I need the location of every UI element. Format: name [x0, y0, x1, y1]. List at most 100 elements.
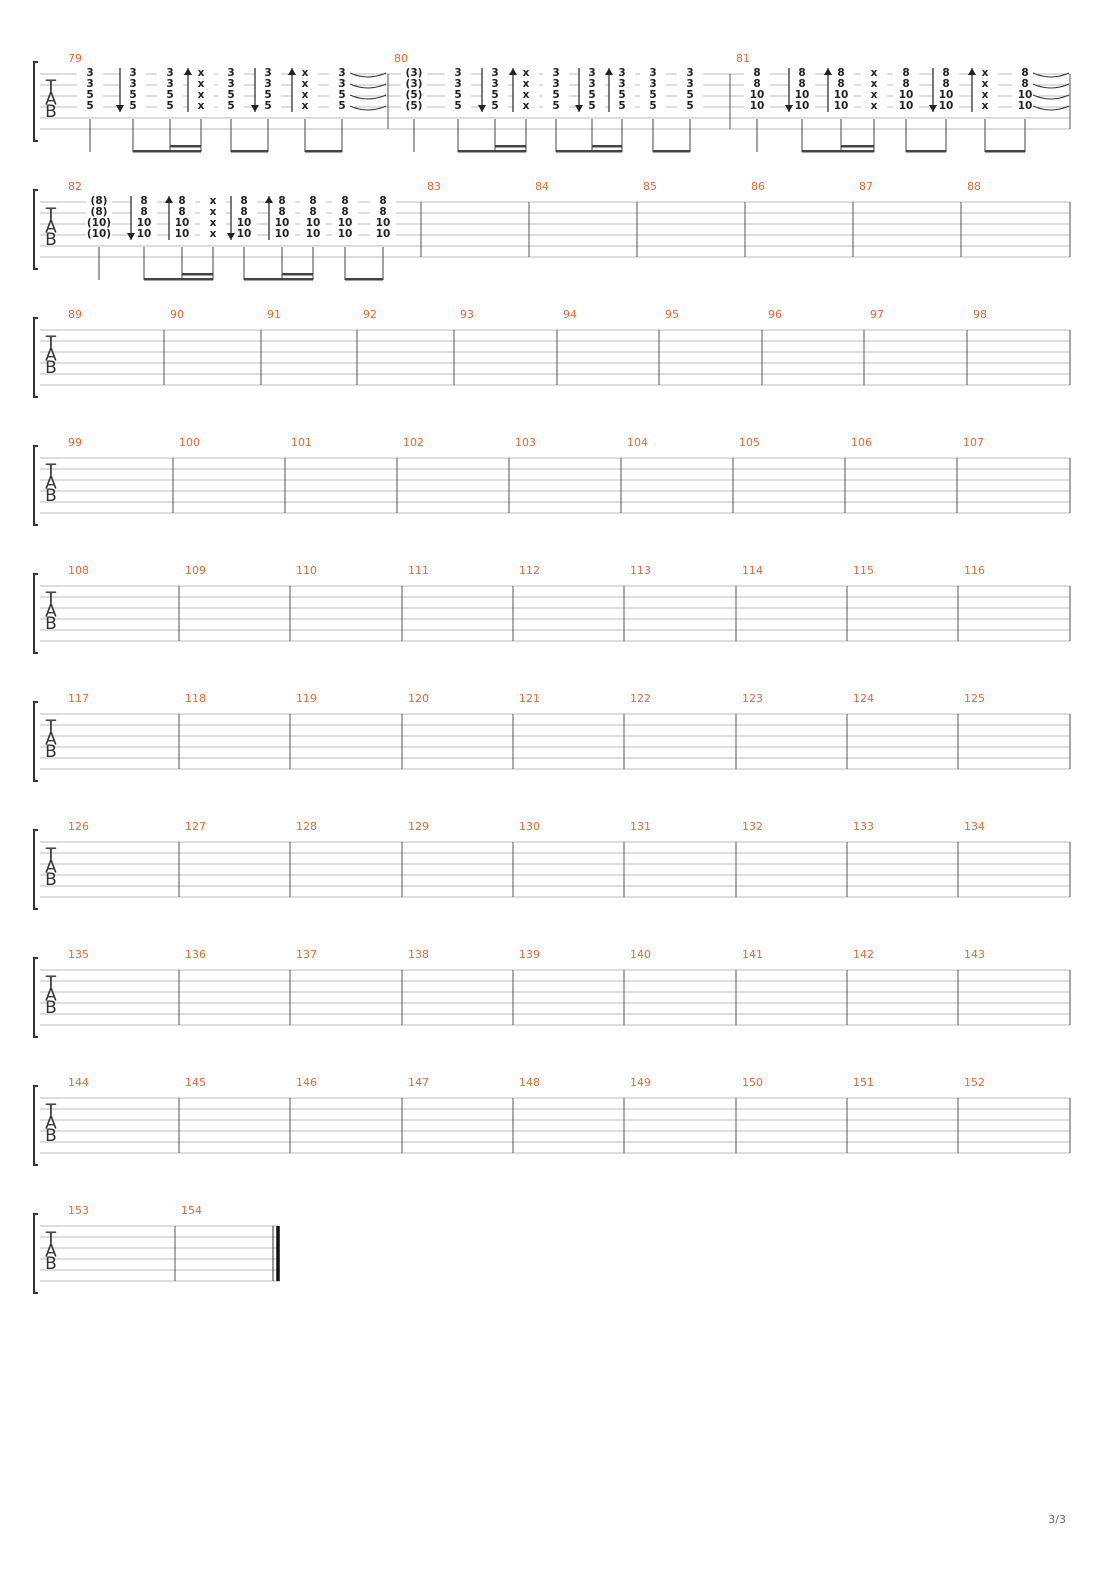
- beam: [458, 150, 526, 153]
- note-mask: [269, 193, 295, 238]
- fret-number: x: [198, 78, 205, 90]
- tab-clef-letter: B: [45, 742, 57, 762]
- fret-number: 10: [175, 217, 190, 229]
- measure: 112: [519, 564, 540, 577]
- fret-number: x: [210, 228, 217, 240]
- fret-number: 10: [795, 100, 810, 112]
- fret-number: 5: [618, 89, 625, 101]
- measure-number: 125: [964, 692, 985, 705]
- tab-clef-letter: A: [45, 986, 57, 1006]
- fret-number: 3: [86, 67, 93, 79]
- measure-number: 94: [563, 308, 577, 321]
- measure-number: 137: [296, 948, 317, 961]
- upstroke-arrow-icon: [265, 196, 273, 203]
- fret-number: 3: [227, 67, 234, 79]
- tab-clef-letter: T: [45, 1229, 57, 1249]
- measure: 86: [751, 180, 765, 193]
- fret-number: 8: [309, 195, 316, 207]
- fret-number: 10: [750, 89, 765, 101]
- measure-number: 83: [427, 180, 441, 193]
- tab-clef-letter: B: [45, 102, 57, 122]
- note-mask: [86, 193, 112, 238]
- fret-number: x: [982, 67, 989, 79]
- fret-number: x: [523, 78, 530, 90]
- tab-clef-letter: B: [45, 486, 57, 506]
- fret-number: x: [302, 67, 309, 79]
- tab-clef-letter: T: [45, 1101, 57, 1121]
- fret-number: 8: [837, 67, 844, 79]
- fret-number: 10: [338, 228, 353, 240]
- fret-number: (10): [87, 228, 111, 240]
- beam-secondary: [841, 145, 874, 148]
- measure-number: 132: [742, 820, 763, 833]
- upstroke-arrow-icon: [968, 68, 976, 75]
- measure: 105: [739, 436, 760, 449]
- measure: 109: [185, 564, 206, 577]
- measure: 154: [181, 1204, 202, 1217]
- measure: 111: [408, 564, 429, 577]
- measure-number: 81: [736, 52, 750, 65]
- measure-number: 108: [68, 564, 89, 577]
- fret-number: 8: [942, 78, 949, 90]
- fret-number: 10: [137, 228, 152, 240]
- fret-number: 8: [140, 195, 147, 207]
- note-mask: [579, 65, 605, 110]
- measure: 113: [630, 564, 651, 577]
- note-mask: [169, 193, 195, 238]
- measure: 145: [185, 1076, 206, 1089]
- tie-arc: [349, 72, 387, 78]
- measure-number: 111: [408, 564, 429, 577]
- measure: 96: [768, 308, 782, 321]
- measure: 125: [964, 692, 985, 705]
- fret-number: 3: [264, 67, 271, 79]
- measure-number: 131: [630, 820, 651, 833]
- fret-number: 5: [686, 100, 693, 112]
- fret-number: 5: [86, 100, 93, 112]
- beam: [231, 150, 268, 153]
- note-mask: [332, 193, 358, 238]
- fret-number: 10: [899, 100, 914, 112]
- measure-number: 133: [853, 820, 874, 833]
- upstroke-arrow-icon: [509, 68, 517, 75]
- measure: 128: [296, 820, 317, 833]
- measure: 148: [519, 1076, 540, 1089]
- measure-number: 121: [519, 692, 540, 705]
- measure-number: 124: [853, 692, 874, 705]
- downstroke-arrow-icon: [575, 105, 583, 112]
- measure: 116: [964, 564, 985, 577]
- tab-clef-letter: B: [45, 1126, 57, 1146]
- measure: 132: [742, 820, 763, 833]
- fret-number: 3: [552, 67, 559, 79]
- note-mask: [677, 65, 703, 110]
- measure-number: 143: [964, 948, 985, 961]
- beam-secondary: [592, 145, 622, 148]
- measure-number: 114: [742, 564, 763, 577]
- tie-arc: [1032, 72, 1070, 78]
- fret-number: 10: [376, 228, 391, 240]
- fret-number: 10: [376, 217, 391, 229]
- measure-number: 118: [185, 692, 206, 705]
- tab-clef-letter: B: [45, 358, 57, 378]
- fret-number: x: [198, 67, 205, 79]
- tab-clef-letter: T: [45, 589, 57, 609]
- fret-number: 10: [1018, 100, 1033, 112]
- tab-clef-letter: A: [45, 346, 57, 366]
- fret-number: 10: [237, 228, 252, 240]
- measure: 117: [68, 692, 89, 705]
- fret-number: 3: [491, 67, 498, 79]
- measure-number: 101: [291, 436, 312, 449]
- tab-clef-letter: B: [45, 614, 57, 634]
- measure: 118: [185, 692, 206, 705]
- fret-number: 5: [264, 89, 271, 101]
- fret-number: 10: [834, 89, 849, 101]
- measure: 126: [68, 820, 89, 833]
- fret-number: x: [871, 89, 878, 101]
